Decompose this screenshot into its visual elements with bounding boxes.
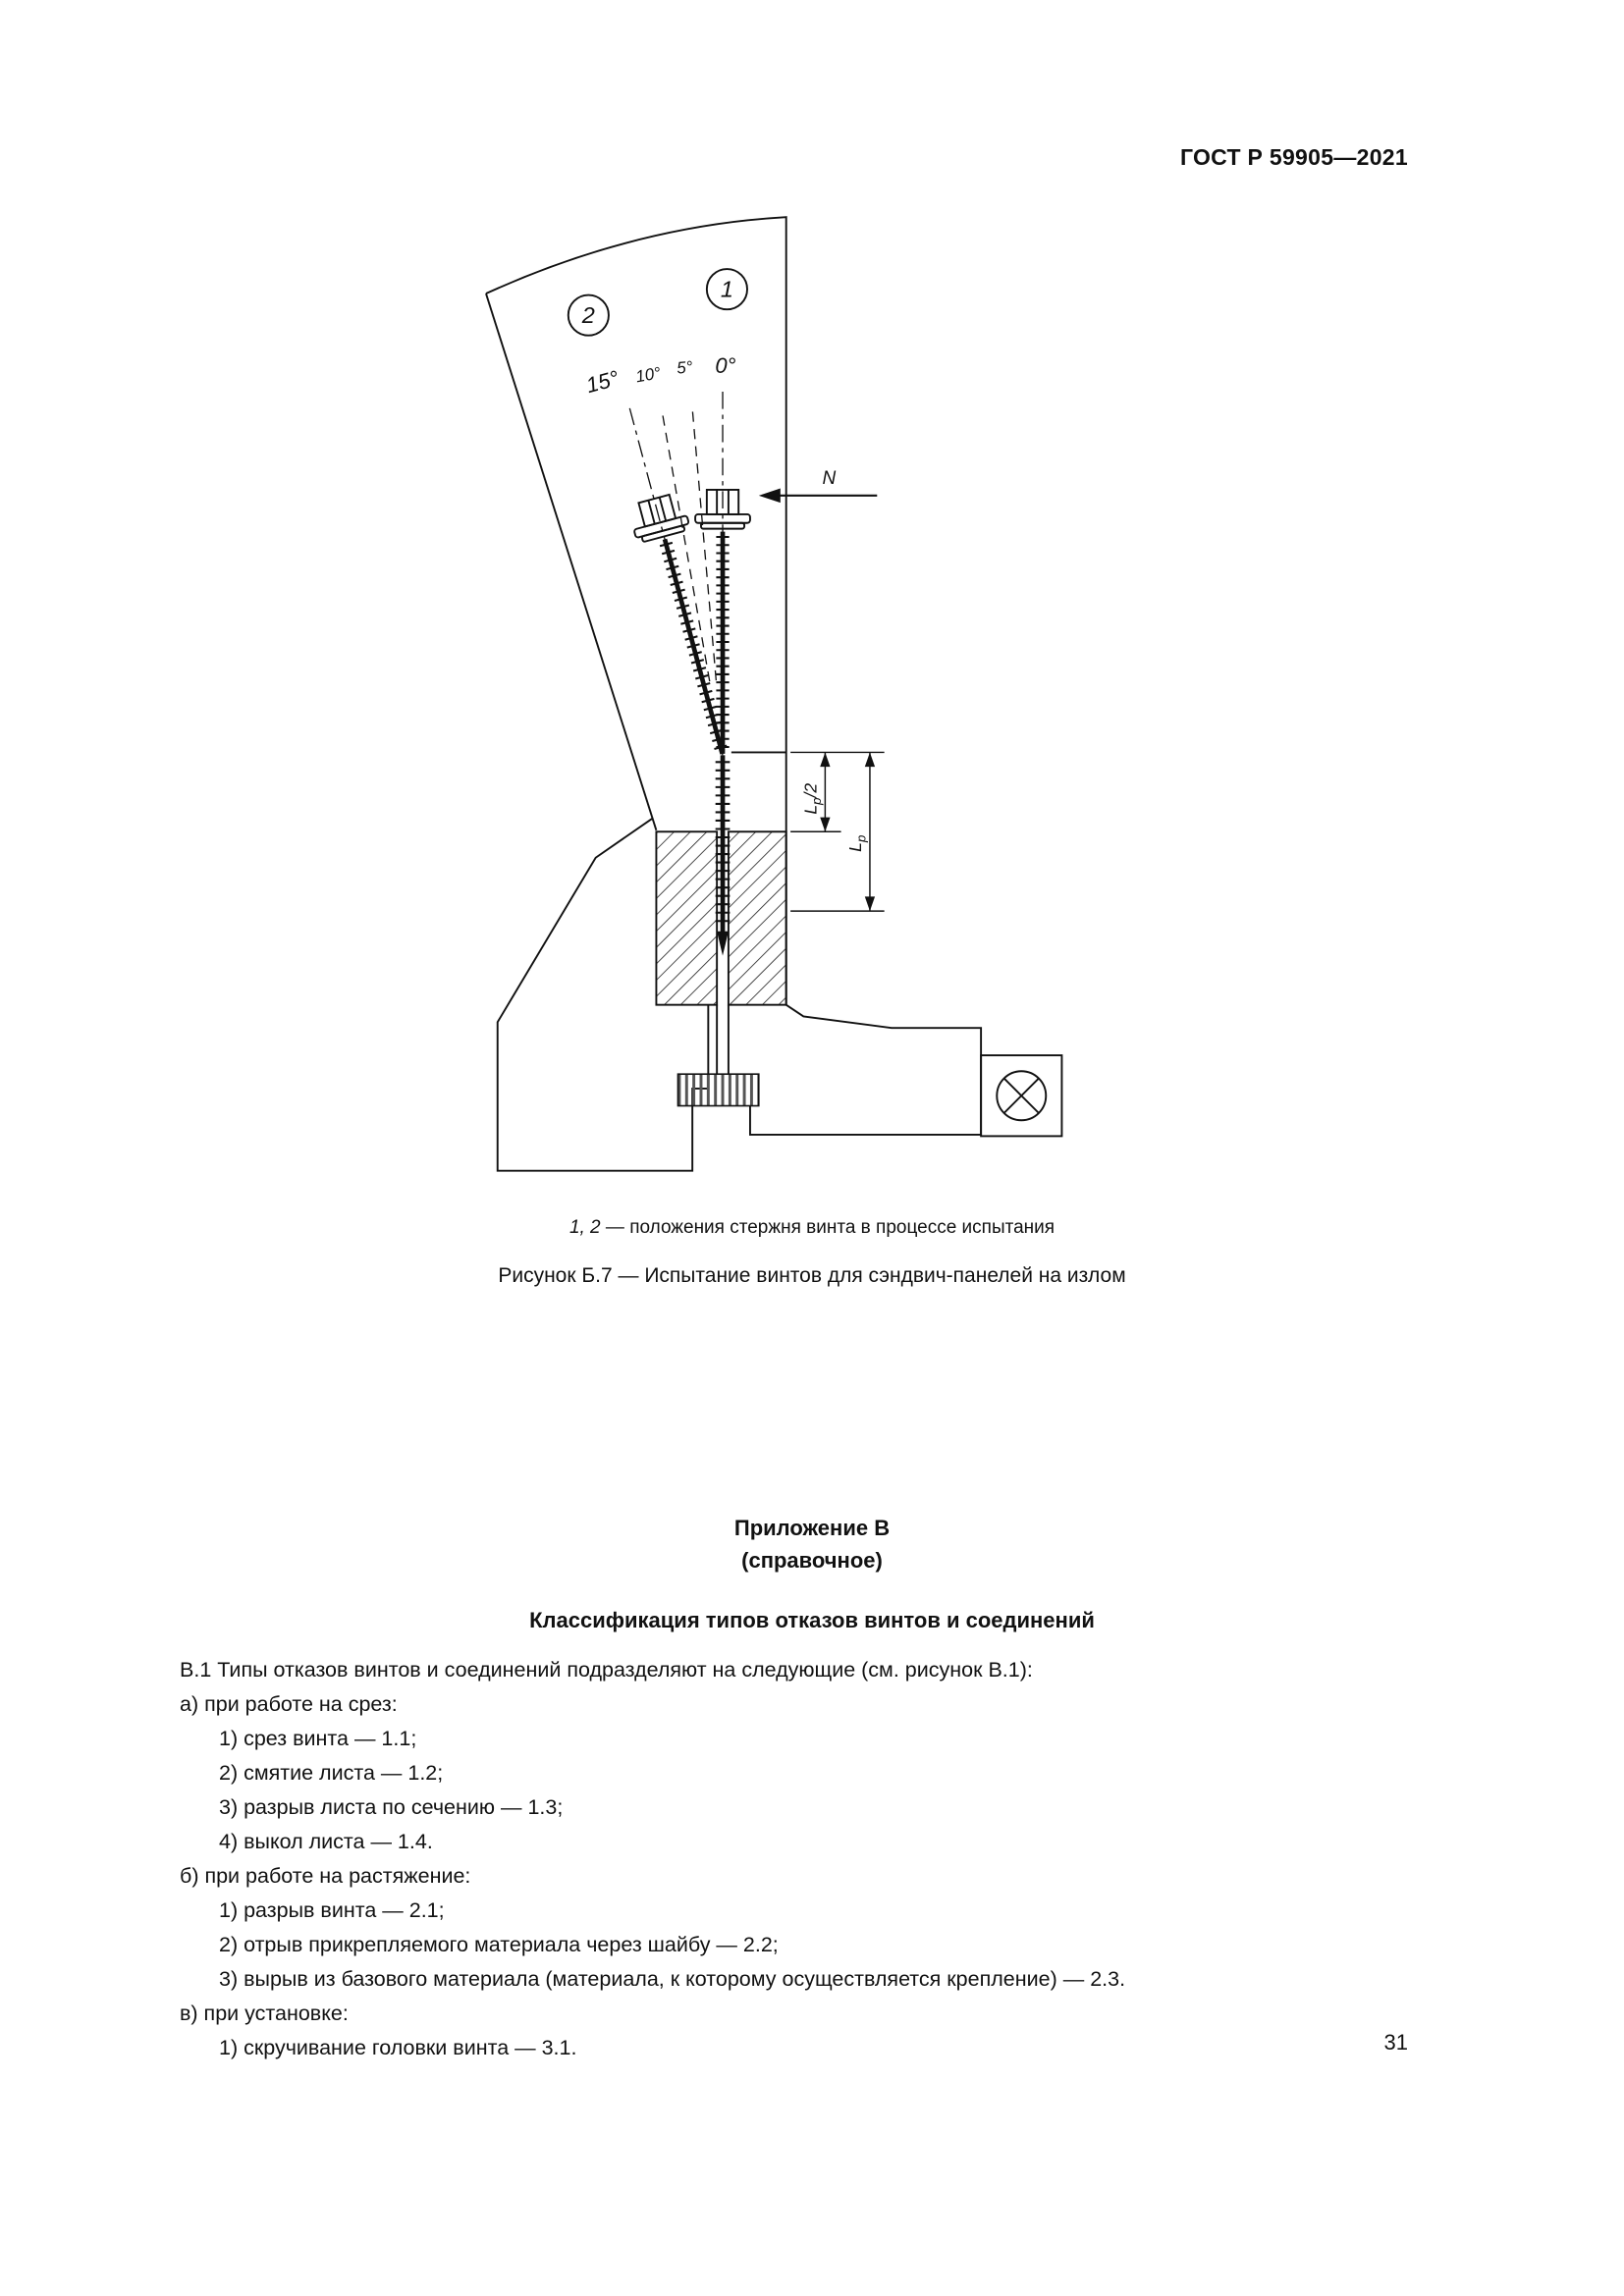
svg-text:1: 1 bbox=[721, 277, 733, 302]
legend-keys: 1, 2 bbox=[568, 1217, 601, 1238]
force-arrow: N bbox=[758, 468, 878, 504]
svg-text:2: 2 bbox=[581, 302, 595, 328]
dim-label-lp-half: Lp/2 bbox=[801, 783, 824, 815]
angle-label-5: 5° bbox=[676, 357, 693, 377]
figure-caption: Рисунок Б.7 — Испытание винтов для сэндв… bbox=[498, 1264, 1126, 1287]
section-heading: Классификация типов отказов винтов и сое… bbox=[529, 1608, 1095, 1632]
clamp-jaws bbox=[655, 751, 787, 1006]
list-item: 2) смятие листа — 1.2; bbox=[219, 1761, 444, 1785]
appendix-title: Приложение В bbox=[733, 1516, 891, 1540]
list-item: 1) разрыв винта — 2.1; bbox=[219, 1898, 445, 1922]
screw-position-2 bbox=[627, 492, 749, 761]
figure-legend: 1, 2 — положения стержня винта в процесс… bbox=[0, 1217, 1624, 1239]
position-marker-2: 2 bbox=[567, 294, 610, 337]
list-label-b: б) при работе на растяжение: bbox=[180, 1864, 471, 1888]
dim-label-lp: Lp bbox=[845, 835, 868, 852]
list-item: 3) разрыв листа по сечению — 1.3; bbox=[219, 1795, 564, 1819]
page-number: 31 bbox=[1383, 2030, 1408, 2055]
list-item: 3) вырыв из базового материала (материал… bbox=[219, 1967, 1126, 1991]
list-label-a: а) при работе на срез: bbox=[180, 1692, 398, 1716]
dimension-lines bbox=[790, 751, 885, 912]
list-item: 1) скручивание головки винта — 3.1. bbox=[219, 2036, 577, 2059]
load-point-symbol bbox=[980, 1054, 1063, 1138]
list-item: 2) отрыв прикрепляемого материала через … bbox=[219, 1933, 779, 1956]
position-marker-1: 1 bbox=[705, 268, 748, 311]
appendix-subtitle: (справочное) bbox=[741, 1548, 883, 1573]
angle-label-10: 10° bbox=[634, 363, 663, 386]
angle-label-0: 0° bbox=[715, 353, 735, 378]
force-label: N bbox=[822, 468, 836, 489]
angle-label-15: 15° bbox=[583, 365, 622, 398]
figure-b7: Lp/2 Lp N 0° 5° 10° 15° 2 1 bbox=[461, 211, 1082, 1193]
screw-embedded-part bbox=[715, 755, 731, 956]
list-item: 4) выкол листа — 1.4. bbox=[219, 1830, 433, 1853]
screw-position-1 bbox=[695, 490, 750, 754]
vice-body bbox=[496, 818, 983, 1172]
list-label-v: в) при установке: bbox=[180, 2002, 349, 2025]
fan-outline bbox=[485, 216, 787, 1005]
legend-text: — положения стержня винта в процессе исп… bbox=[605, 1217, 1056, 1238]
body-text: В.1 Типы отказов винтов и соединений под… bbox=[180, 1653, 1456, 2065]
document-header: ГОСТ Р 59905—2021 bbox=[1179, 144, 1408, 170]
test-fixture-diagram: Lp/2 Lp N 0° 5° 10° 15° 2 1 bbox=[485, 216, 1063, 1172]
paragraph-intro: В.1 Типы отказов винтов и соединений под… bbox=[180, 1658, 1033, 1682]
list-item: 1) срез винта — 1.1; bbox=[219, 1727, 417, 1750]
